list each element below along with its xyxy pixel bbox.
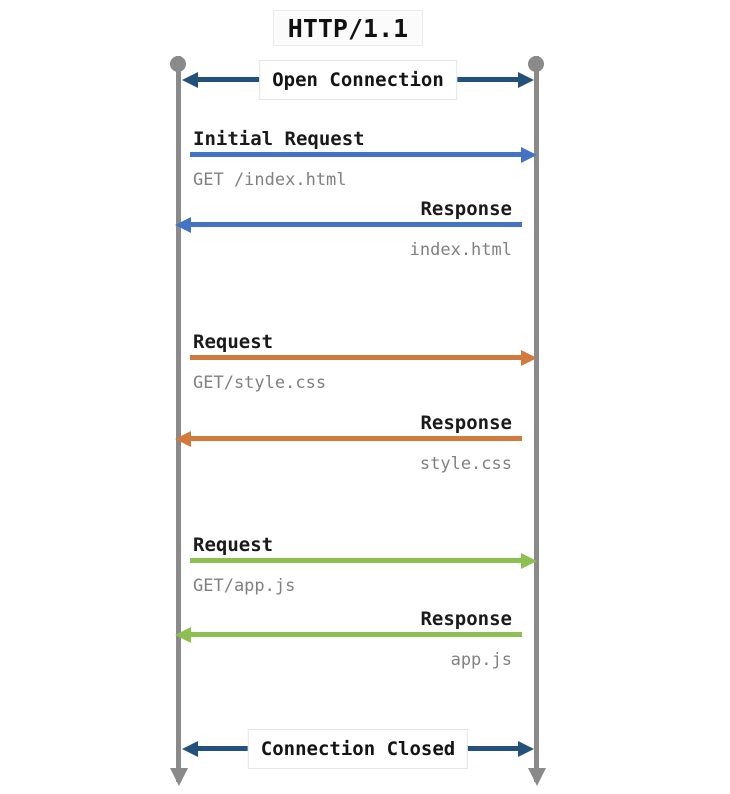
lifeline-arrow-client (169, 768, 188, 786)
message-arrow (175, 430, 522, 447)
page-title: HTTP/1.1 (287, 13, 409, 43)
lifeline-client (176, 56, 181, 782)
message-sublabel: app.js (450, 650, 512, 670)
message-arrow (190, 146, 537, 163)
message-label: Initial Request (193, 128, 365, 150)
message-arrow (190, 552, 537, 569)
message-arrow (175, 216, 522, 233)
arrowhead-right-icon (521, 146, 537, 163)
open-connection-arrowhead-left (182, 71, 198, 88)
arrowhead-left-icon (175, 216, 191, 233)
message-sublabel: GET/style.css (193, 373, 327, 393)
diagram-title-box: HTTP/1.1 (273, 10, 423, 46)
open-connection-label: Open Connection (272, 68, 444, 91)
message-arrow (175, 626, 522, 643)
arrowhead-right-icon (521, 349, 537, 366)
arrowhead-left-icon (175, 626, 191, 643)
message-sublabel: index.html (409, 240, 512, 260)
message-label: Response (420, 198, 512, 220)
arrowhead-left-icon (175, 430, 191, 447)
message-label: Response (420, 412, 512, 434)
message-sublabel: GET/app.js (193, 576, 296, 596)
message-sublabel: style.css (419, 454, 512, 474)
message-label: Request (193, 534, 274, 556)
message-sublabel: GET /index.html (193, 170, 347, 190)
open-connection-row: Open Connection (179, 60, 537, 100)
connection-closed-arrowhead-left (182, 740, 198, 757)
message-arrow (190, 349, 537, 366)
open-connection-label-box: Open Connection (259, 60, 457, 100)
message-label: Request (193, 331, 274, 353)
lifeline-arrow-server (527, 768, 546, 786)
connection-closed-row: Connection Closed (179, 729, 537, 769)
message-label: Response (420, 608, 512, 630)
open-connection-arrowhead-right (518, 71, 534, 88)
connection-closed-arrowhead-right (518, 740, 534, 757)
connection-closed-label-box: Connection Closed (247, 729, 469, 769)
connection-closed-label: Connection Closed (260, 737, 456, 760)
arrowhead-right-icon (521, 552, 537, 569)
lifeline-server (534, 56, 539, 782)
